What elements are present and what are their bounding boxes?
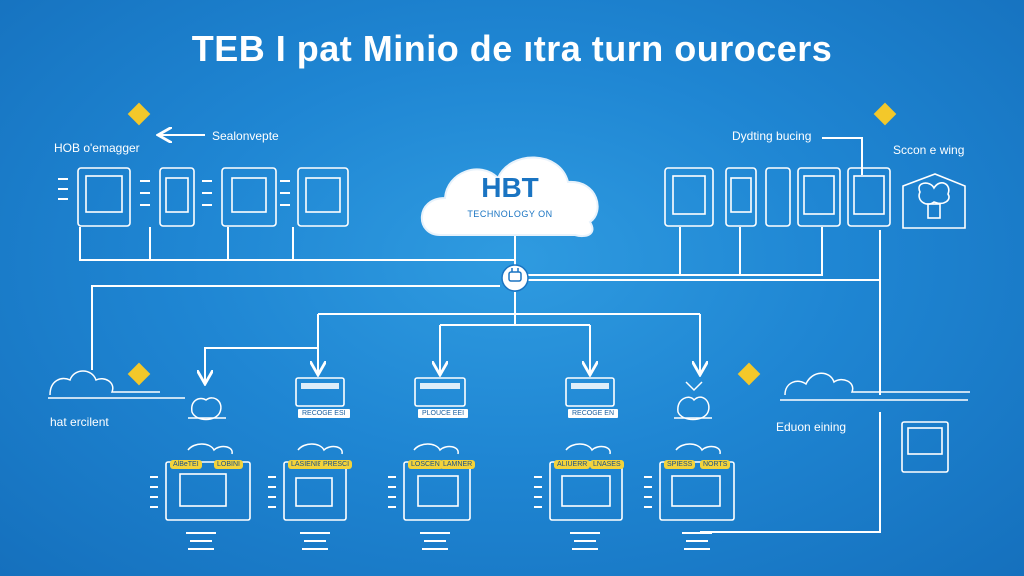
panel-tag: ALIUERR (554, 460, 591, 469)
panel-tag: AlBeTEI (170, 460, 202, 469)
small-panel-icon (901, 421, 949, 473)
panel-tag: LAMNER (440, 460, 476, 469)
plug-hub-icon (501, 264, 529, 292)
panel-tag: PRESCI (320, 460, 353, 469)
label-top-left-arrow: Sealonvepte (212, 129, 279, 143)
device-chip: RECOGE ESI (298, 409, 350, 418)
panel-tag: LOBINI (214, 460, 243, 469)
label-far-right: Sccon e wing (893, 143, 965, 157)
cloud-wave-icon (48, 370, 970, 401)
brain-icon (918, 182, 950, 219)
cloud-subtitle: TECHNOLOGY ON (467, 209, 553, 219)
panel-tag: NORTS (700, 460, 731, 469)
label-bottom-left: hat ercilent (50, 415, 109, 429)
label-top-right: Dydting bucing (732, 129, 812, 143)
hand-icon (188, 381, 712, 421)
device-left-dots (58, 178, 290, 206)
panel-tag: SPIESS (664, 460, 696, 469)
bottom-panels (165, 461, 735, 521)
monitor-screens (301, 383, 609, 389)
bottom-cloud-marks (187, 443, 721, 455)
label-bottom-right: Eduon eining (776, 420, 847, 434)
bottom-side-marks (150, 476, 712, 550)
cloud-title: HBT (481, 172, 539, 203)
device-chip: PLOUCE EEI (418, 409, 469, 418)
panel-tag: LASIENIE (288, 460, 326, 469)
cloud-icon (420, 156, 599, 238)
panel-tag: LNASES (590, 460, 624, 469)
page-title: TEB I pat Minio de ıtra turn ourocers (191, 28, 833, 69)
label-hub-manager: HOB o'emagger (54, 141, 140, 155)
device-group-left (77, 167, 349, 227)
device-group-right (664, 167, 966, 229)
device-chip: RECOGE EN (568, 409, 619, 418)
monitor-icon (295, 377, 615, 407)
panel-tag: LOSCEN (408, 460, 443, 469)
alert-diamond-icon (127, 102, 897, 386)
connector-lines (79, 135, 881, 533)
